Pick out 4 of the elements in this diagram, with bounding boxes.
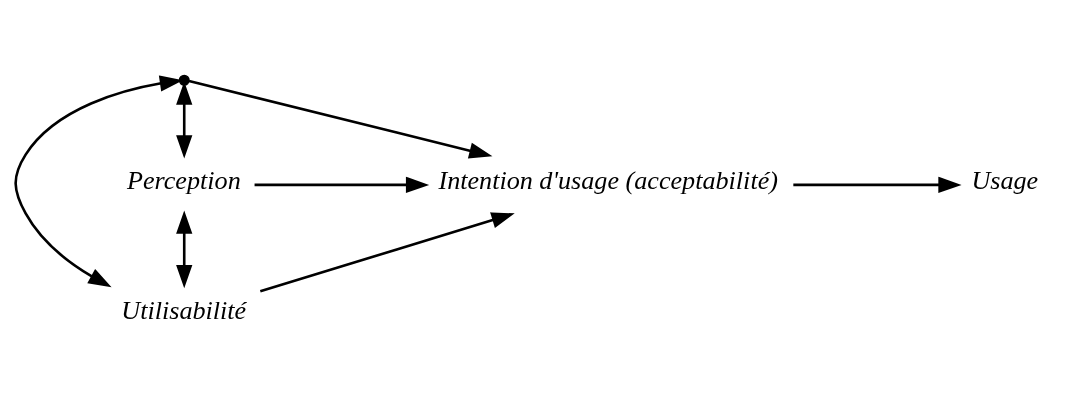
node-text: Intention d'usage (acceptabilité) [438,166,778,196]
node-text: Perception [127,166,241,196]
node-text: Utilisabilité [121,295,247,325]
node-text: Usage [971,166,1039,196]
